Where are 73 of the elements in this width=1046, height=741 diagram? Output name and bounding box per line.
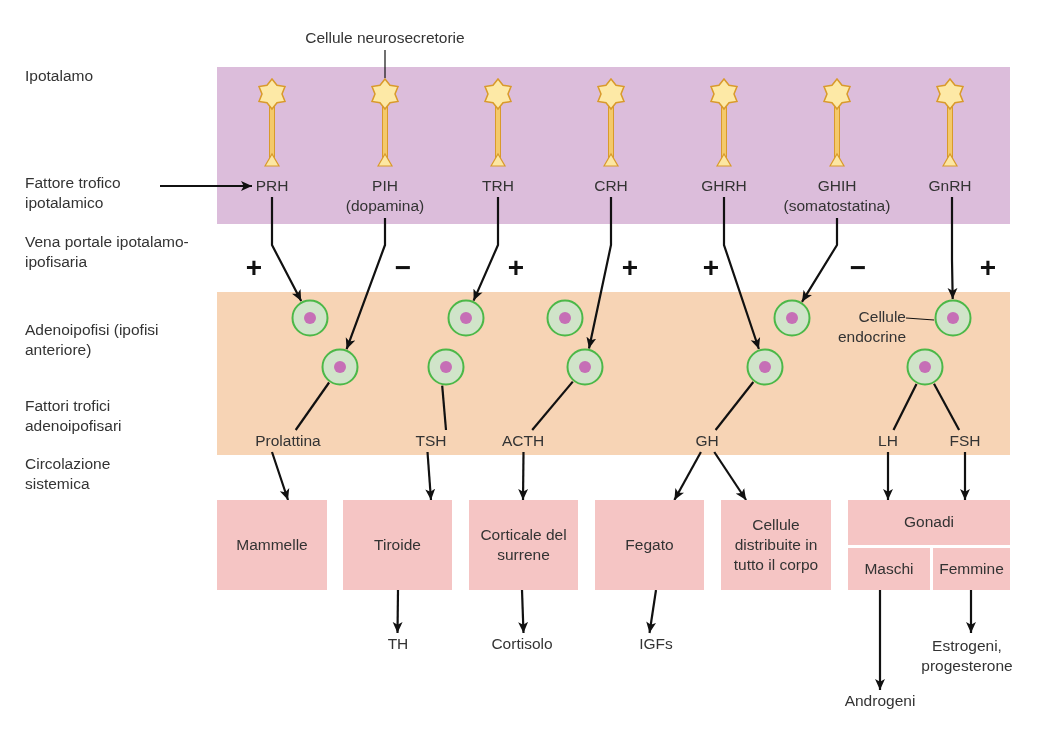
connector-line [531, 380, 574, 431]
hormone-name: TRH [476, 175, 520, 197]
arrow [646, 589, 658, 634]
row-label: Ipotalamo [25, 65, 95, 86]
endocrine-cell [427, 348, 465, 386]
hormone-name: LH [874, 430, 902, 452]
neuron-icon [370, 78, 400, 168]
endocrine-cell [934, 299, 972, 337]
connector-line [892, 383, 918, 431]
endocrine-cell [291, 299, 329, 337]
hormone-name: GnRH [922, 175, 978, 197]
arrow [673, 451, 702, 501]
hormone-name: TSH [413, 430, 449, 452]
row-label: Circolazione sistemica [25, 453, 112, 494]
leader-line [905, 317, 935, 321]
hormone-name: GHIH (somatostatina) [777, 174, 897, 218]
row-label: Vena portale ipotalamo-ipofisaria [25, 231, 190, 272]
hormone-name: PIH (dopamina) [335, 174, 435, 218]
callout-label: Cellule endocrine [830, 304, 906, 350]
hormone-name: CRH [589, 175, 633, 197]
arrow [586, 197, 613, 349]
row-label: Fattori trofici adenoipofisari [25, 395, 123, 436]
leader-line [384, 49, 386, 79]
organ-panel [848, 500, 1010, 590]
endocrine-cell [321, 348, 359, 386]
organ-box: Fegato [595, 500, 704, 590]
organ-box: Gonadi [848, 500, 1010, 545]
output-hormone: Androgeni [838, 690, 922, 712]
hormone-name: GH [691, 430, 723, 452]
hormone-name: ACTH [501, 430, 545, 452]
organ-box: Corticale del surrene [469, 500, 578, 590]
arrow [425, 451, 436, 501]
arrow [345, 218, 387, 350]
organ-box: Cellule distribuite in tutto il corpo [721, 500, 831, 590]
endocrine-cell [906, 348, 944, 386]
row-label: Adenoipofisi (ipofisi anteriore) [25, 319, 160, 360]
endocrine-cell [566, 348, 604, 386]
connector-line [441, 385, 448, 431]
hormone-name: GHRH [696, 175, 752, 197]
connector-line [294, 381, 330, 431]
arrow [518, 589, 529, 634]
arrow [713, 451, 747, 501]
output-hormone: IGFs [636, 633, 676, 655]
arrow [883, 452, 893, 500]
output-hormone: TH [384, 633, 412, 655]
endocrine-cell [546, 299, 584, 337]
organ-box: Tiroide [343, 500, 452, 590]
hormone-name: Prolattina [248, 430, 328, 452]
arrow [960, 452, 970, 500]
endocrine-cell [773, 299, 811, 337]
connector-line [714, 381, 755, 431]
output-hormone: Cortisolo [486, 633, 558, 655]
arrow [875, 590, 885, 690]
callout-label: Cellule neurosecretorie [300, 26, 470, 50]
arrow [966, 590, 976, 633]
connector-line [933, 383, 961, 431]
arrow [270, 197, 303, 302]
hormone-name: FSH [947, 430, 983, 452]
arrow [518, 452, 529, 500]
organ-box: Femmine [933, 548, 1010, 590]
arrow [392, 590, 403, 633]
output-hormone: Estrogeni, progesterone [912, 633, 1022, 679]
arrow [472, 197, 500, 302]
endocrine-cell [447, 299, 485, 337]
organ-box: Maschi [848, 548, 930, 590]
arrow [801, 218, 839, 303]
arrow [722, 197, 761, 350]
endocrine-cell [746, 348, 784, 386]
hormone-name: PRH [252, 175, 292, 197]
arrow [160, 181, 252, 191]
arrow [947, 197, 958, 299]
row-label: Fattore trofico ipotalamico [25, 170, 160, 216]
organ-box: Mammelle [217, 500, 327, 590]
